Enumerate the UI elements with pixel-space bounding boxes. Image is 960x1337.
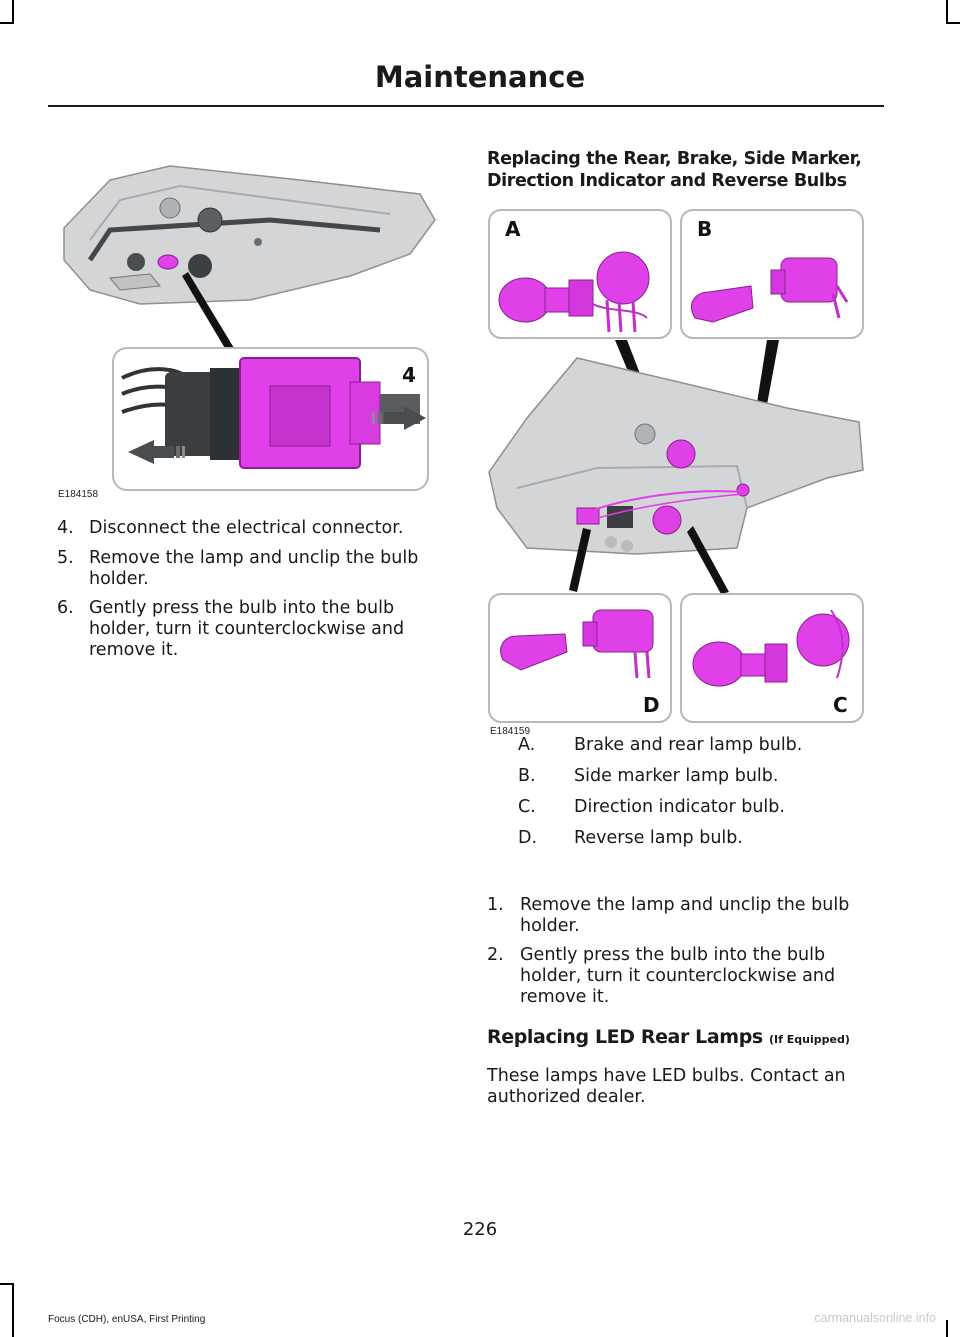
legend-value: Reverse lamp bulb. bbox=[574, 828, 743, 848]
connector-figure: 4 bbox=[50, 150, 440, 506]
rear-lamp-bulbs-illustration: A B D bbox=[488, 209, 864, 723]
step-number: 4. bbox=[57, 518, 74, 538]
legend-key: A. bbox=[518, 735, 536, 755]
step-text: Remove the lamp and unclip the bulb hold… bbox=[520, 895, 850, 936]
label-a: A bbox=[505, 217, 521, 241]
step-5: 5. Remove the lamp and unclip the bulb h… bbox=[57, 548, 447, 590]
header-divider bbox=[48, 105, 884, 107]
step-text: Remove the lamp and unclip the bulb hold… bbox=[89, 548, 419, 589]
legend-key: B. bbox=[518, 766, 536, 786]
page-title: Maintenance bbox=[374, 60, 586, 94]
legend-key: C. bbox=[518, 797, 536, 817]
legend-key: D. bbox=[518, 828, 538, 848]
crop-mark-top-right-v bbox=[946, 0, 948, 24]
callout-4: 4 bbox=[402, 363, 416, 387]
step-number: 6. bbox=[57, 598, 74, 618]
step-4: 4. Disconnect the electrical connector. bbox=[57, 518, 447, 539]
led-heading-text: Replacing LED Rear Lamps bbox=[487, 1026, 763, 1048]
bulbs-figure: A B D bbox=[487, 208, 865, 726]
crop-mark-top-left-v bbox=[12, 0, 14, 24]
step-6: 6. Gently press the bulb into the bulb h… bbox=[57, 598, 437, 661]
step-1: 1. Remove the lamp and unclip the bulb h… bbox=[487, 895, 877, 937]
watermark: carmanualsonline.info bbox=[814, 1311, 936, 1325]
label-b: B bbox=[697, 217, 712, 241]
step-number: 2. bbox=[487, 945, 504, 965]
lamp-connector-illustration: 4 bbox=[63, 165, 436, 491]
legend-value: Brake and rear lamp bulb. bbox=[574, 735, 803, 755]
section-heading-led: Replacing LED Rear Lamps (If Equipped) bbox=[487, 1026, 887, 1051]
step-text: Gently press the bulb into the bulb hold… bbox=[89, 598, 405, 660]
crop-mark-bottom-left-v bbox=[12, 1283, 14, 1337]
label-c: C bbox=[833, 693, 848, 717]
legend-value: Direction indicator bulb. bbox=[574, 797, 785, 817]
page-number: 226 bbox=[462, 1219, 498, 1240]
led-paragraph: These lamps have LED bulbs. Contact an a… bbox=[487, 1066, 846, 1107]
section-heading-bulbs: Replacing the Rear, Brake, Side Marker, … bbox=[487, 149, 862, 191]
figure-id-1: E184158 bbox=[58, 489, 99, 500]
label-d: D bbox=[643, 693, 660, 717]
crop-mark-top-right-h bbox=[946, 22, 960, 24]
crop-mark-bottom-left-h bbox=[0, 1283, 14, 1285]
legend-value: Side marker lamp bulb. bbox=[574, 766, 779, 786]
crop-mark-bottom-right-v bbox=[946, 1320, 948, 1337]
step-text: Disconnect the electrical connector. bbox=[89, 518, 404, 538]
step-number: 5. bbox=[57, 548, 74, 568]
step-number: 1. bbox=[487, 895, 504, 915]
if-equipped-qualifier: (If Equipped) bbox=[769, 1033, 850, 1046]
crop-mark-top-left-h bbox=[0, 22, 14, 24]
figure-id-2: E184159 bbox=[490, 726, 531, 737]
step-text: Gently press the bulb into the bulb hold… bbox=[520, 945, 836, 1007]
step-2: 2. Gently press the bulb into the bulb h… bbox=[487, 945, 867, 1008]
footer-text: Focus (CDH), enUSA, First Printing bbox=[48, 1314, 206, 1325]
